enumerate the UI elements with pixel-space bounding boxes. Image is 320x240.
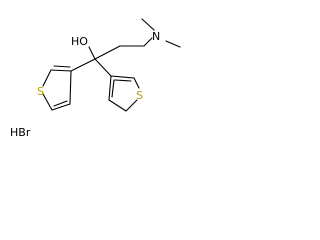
- bond-lc5-lc4: [51, 103, 71, 111]
- bond-lc5-lc4-inner: [53, 100, 68, 107]
- bond-rs-rc2: [133, 77, 140, 89]
- backbone-bonds: [88, 18, 181, 60]
- bond-lc3-lc2-inner: [53, 65, 71, 68]
- hydroxyl-label: HO: [71, 35, 88, 48]
- bond-c1-c2: [94, 45, 121, 60]
- bond-lc2-ls: [42, 69, 52, 87]
- nitrogen-label: N: [152, 30, 160, 43]
- right-sulfur-label: S: [136, 89, 143, 102]
- salt-label: HBr: [10, 126, 31, 139]
- bond-c1-rc3: [94, 58, 112, 77]
- bond-rc3-rc4: [108, 75, 112, 101]
- bond-rc2-rc3: [110, 75, 135, 79]
- bond-ls-lc5: [42, 93, 53, 111]
- bond-c1-ho: [88, 46, 96, 60]
- bond-rc2-rc3-inner: [114, 79, 132, 82]
- bond-c3-n: [143, 37, 153, 47]
- left-thiophene-ring: [42, 58, 96, 111]
- bond-rc5-rs: [125, 99, 138, 112]
- right-thiophene-ring: [94, 58, 140, 112]
- bond-c1-lc3: [70, 58, 96, 72]
- bond-n-me1: [141, 18, 155, 31]
- bond-rc3-rc4-inner: [111, 79, 115, 98]
- bond-lc4-lc3: [69, 70, 72, 105]
- bond-n-me2: [165, 40, 181, 48]
- bond-rc4-rc5: [108, 99, 127, 112]
- chemical-structure: HO N S S HBr: [10, 18, 181, 139]
- left-sulfur-label: S: [37, 85, 44, 98]
- bond-lc3-lc2: [50, 69, 72, 72]
